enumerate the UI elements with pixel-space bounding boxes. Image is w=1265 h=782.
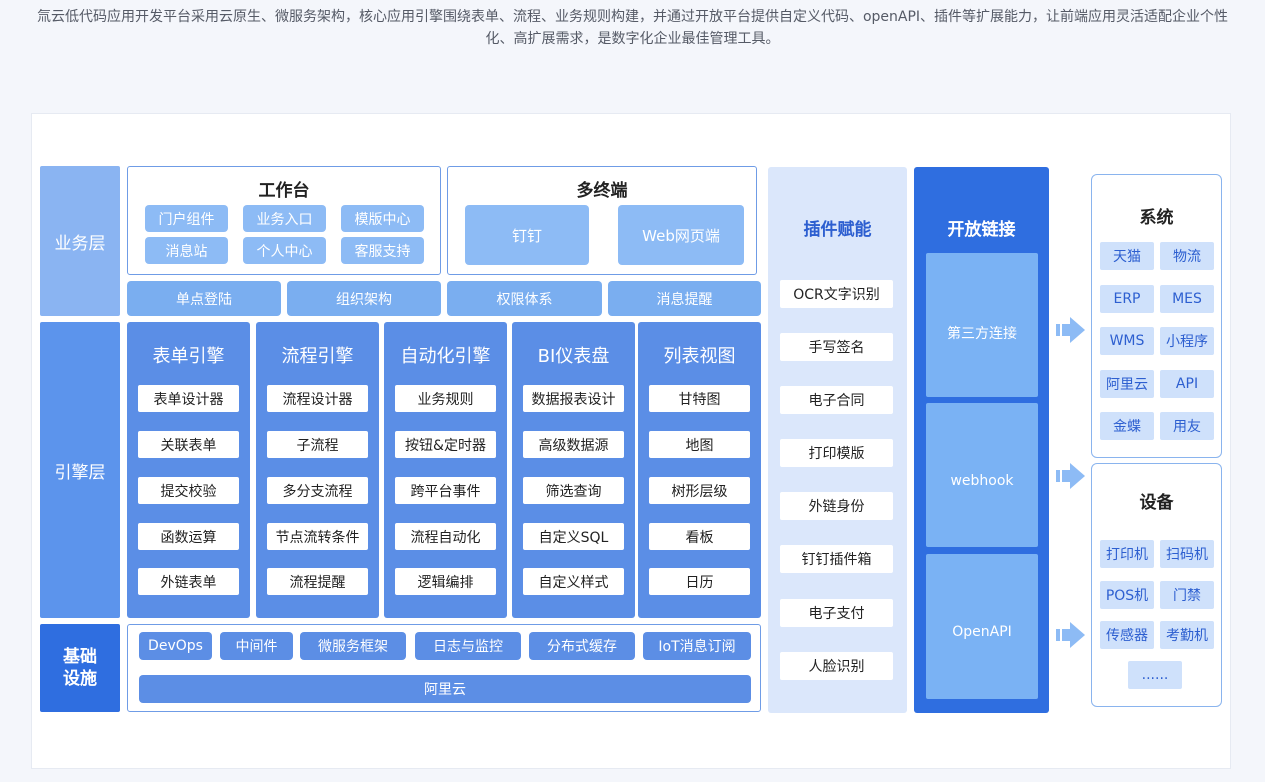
open-link-title: 开放链接: [947, 220, 1016, 240]
plugin-item: 手写签名: [780, 333, 893, 361]
engine-column: BI仪表盘数据报表设计高级数据源筛选查询自定义SQL 自定义样式: [512, 322, 635, 618]
multi-terminal-title: 多终端: [576, 181, 628, 201]
band-notify: 消息提醒: [608, 281, 761, 316]
workbench-item: 模版中心: [341, 205, 424, 232]
open-third-party: 第三方连接: [926, 253, 1038, 397]
device-item: POS机: [1100, 581, 1154, 609]
system-item: WMS: [1100, 327, 1154, 355]
workbench-item: 消息站: [145, 237, 228, 264]
workbench-item: 业务入口: [243, 205, 326, 232]
plugin-item: 电子支付: [780, 599, 893, 627]
engine-item: 筛选查询: [523, 477, 624, 504]
engine-item: 流程自动化: [395, 523, 496, 550]
engine-column: 表单引擎表单设计器关联表单提交校验函数运算外链表单: [127, 322, 250, 618]
engine-title: 流程引擎: [281, 346, 354, 367]
band-sso: 单点登陆: [127, 281, 281, 316]
device-item: 门禁: [1160, 581, 1214, 609]
plugin-item: 钉钉插件箱: [780, 545, 893, 573]
device-item: ......: [1128, 661, 1182, 689]
device-item: 考勤机: [1160, 621, 1214, 649]
systems-title: 系统: [1139, 208, 1174, 228]
workbench-item: 客服支持: [341, 237, 424, 264]
engine-item: 看板: [649, 523, 750, 550]
engine-item: 数据报表设计: [523, 385, 624, 412]
workbench-title: 工作台: [258, 181, 310, 201]
system-item: 用友: [1160, 412, 1214, 440]
system-item: 天猫: [1100, 242, 1154, 270]
open-openapi: OpenAPI: [926, 554, 1038, 699]
terminal-dingtalk: 钉钉: [465, 205, 589, 265]
engine-item: 按钮&定时器: [395, 431, 496, 458]
arrow-right-icon: [1056, 622, 1085, 648]
engine-title: 列表视图: [663, 346, 736, 367]
arrow-right-icon: [1056, 317, 1085, 343]
system-item: API: [1160, 370, 1214, 398]
intro-text: 氚云低代码应用开发平台采用云原生、微服务架构，核心应用引擎围绕表单、流程、业务规…: [36, 9, 1229, 47]
engine-item: 表单设计器: [138, 385, 239, 412]
plugin-panel: 插件赋能 OCR文字识别手写签名电子合同打印模版外链身份钉钉插件箱电子支付人脸识…: [768, 167, 907, 713]
engine-item: 日历: [649, 568, 750, 595]
engine-title: 表单引擎: [152, 346, 225, 367]
infra-aliyun: 阿里云: [139, 675, 751, 703]
arrow-right-icon: [1056, 463, 1085, 489]
engine-item: 跨平台事件: [395, 477, 496, 504]
engine-title: 自动化引擎: [400, 346, 491, 367]
plugin-item: 人脸识别: [780, 652, 893, 680]
system-item: MES: [1160, 285, 1214, 313]
system-item: 物流: [1160, 242, 1214, 270]
open-link-panel: 开放链接 第三方连接 webhook OpenAPI: [914, 167, 1049, 713]
engine-item: 逻辑编排: [395, 568, 496, 595]
workbench-item: 门户组件: [145, 205, 228, 232]
layer-engine: 引擎层: [40, 322, 120, 618]
plugin-title: 插件赋能: [803, 220, 872, 240]
workbench-item: 个人中心: [243, 237, 326, 264]
engine-item: 流程提醒: [267, 568, 368, 595]
device-item: 打印机: [1100, 540, 1154, 568]
layer-infra: 基础 设施: [40, 624, 120, 712]
engine-item: 关联表单: [138, 431, 239, 458]
device-item: 扫码机: [1160, 540, 1214, 568]
engine-item: 函数运算: [138, 523, 239, 550]
engine-item: 自定义样式: [523, 568, 624, 595]
plugin-item: 外链身份: [780, 492, 893, 520]
plugin-item: OCR文字识别: [780, 280, 893, 308]
engine-item: 提交校验: [138, 477, 239, 504]
band-org: 组织架构: [287, 281, 441, 316]
engine-item: 业务规则: [395, 385, 496, 412]
system-item: 阿里云: [1100, 370, 1154, 398]
engine-column: 自动化引擎业务规则按钮&定时器跨平台事件流程自动化逻辑编排: [384, 322, 507, 618]
engine-item: 甘特图: [649, 385, 750, 412]
engine-title: BI仪表盘: [537, 346, 610, 367]
engine-item: 地图: [649, 431, 750, 458]
engine-item: 高级数据源: [523, 431, 624, 458]
plugin-item: 电子合同: [780, 386, 893, 414]
infra-item: 日志与监控: [415, 632, 521, 660]
devices-title: 设备: [1139, 493, 1174, 513]
engine-item: 节点流转条件: [267, 523, 368, 550]
engine-item: 子流程: [267, 431, 368, 458]
infra-item: 分布式缓存: [529, 632, 635, 660]
layer-business: 业务层: [40, 166, 120, 316]
infra-item: DevOps: [139, 632, 212, 660]
device-item: 传感器: [1100, 621, 1154, 649]
engine-item: 自定义SQL: [523, 523, 624, 550]
plugin-item: 打印模版: [780, 439, 893, 467]
infra-item: 微服务框架: [300, 632, 406, 660]
band-permission: 权限体系: [447, 281, 602, 316]
infra-item: 中间件: [220, 632, 293, 660]
system-item: ERP: [1100, 285, 1154, 313]
terminal-web: Web网页端: [618, 205, 744, 265]
engine-item: 树形层级: [649, 477, 750, 504]
engine-item: 多分支流程: [267, 477, 368, 504]
engine-item: 外链表单: [138, 568, 239, 595]
engine-column: 列表视图甘特图地图树形层级看板日历: [638, 322, 761, 618]
infra-item: IoT消息订阅: [643, 632, 751, 660]
system-item: 金蝶: [1100, 412, 1154, 440]
open-webhook: webhook: [926, 403, 1038, 547]
engine-column: 流程引擎流程设计器子流程多分支流程节点流转条件流程提醒: [256, 322, 379, 618]
system-item: 小程序: [1160, 327, 1214, 355]
engine-item: 流程设计器: [267, 385, 368, 412]
